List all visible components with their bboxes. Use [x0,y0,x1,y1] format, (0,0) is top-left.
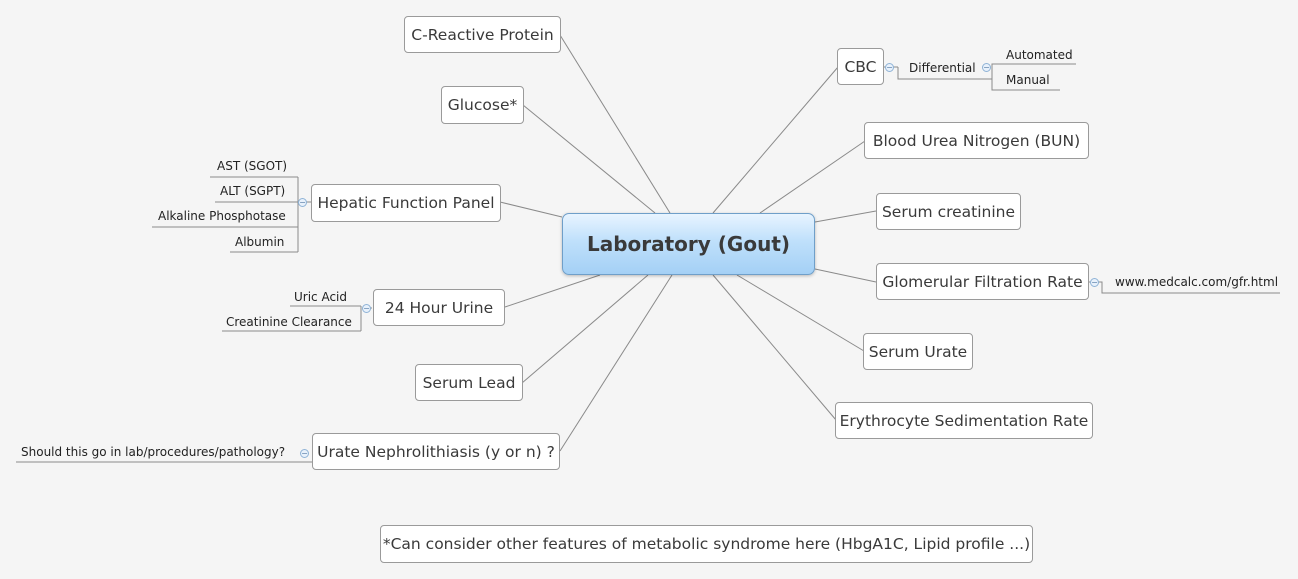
topic-serum-lead[interactable]: Serum Lead [415,364,523,401]
collapse-nephro-icon[interactable]: − [300,449,309,458]
topic-24-hour-urine[interactable]: 24 Hour Urine [373,289,505,326]
connector-bun [759,140,866,214]
collapse-cbc-icon[interactable]: − [885,63,894,72]
topic-cbc[interactable]: CBC [837,48,884,85]
topic-blood-urea-nitrogen[interactable]: Blood Urea Nitrogen (BUN) [864,122,1089,159]
connector-creatinine [814,210,877,223]
subtopic-creatinine-clearance[interactable]: Creatinine Clearance [226,315,352,329]
connector-urate [736,274,865,352]
collapse-gfr-icon[interactable]: − [1090,278,1099,287]
connector-nephro [559,274,673,452]
collapse-differential-icon[interactable]: − [982,63,991,72]
topic-hepatic-function-panel[interactable]: Hepatic Function Panel [311,184,501,222]
collapse-urine-icon[interactable]: − [362,304,371,313]
collapse-hepatic-icon[interactable]: − [298,198,307,207]
topic-glomerular-filtration-rate[interactable]: Glomerular Filtration Rate [876,263,1089,300]
subtopic-alkaline-phosphotase[interactable]: Alkaline Phosphotase [158,209,286,223]
connector-urine24 [504,274,601,308]
subtopic-albumin[interactable]: Albumin [235,235,285,249]
connector-glucose [522,104,656,214]
central-topic[interactable]: Laboratory (Gout) [562,213,815,275]
topic-c-reactive-protein[interactable]: C-Reactive Protein [404,16,561,53]
topic-serum-creatinine[interactable]: Serum creatinine [876,193,1021,230]
subtopic-ast[interactable]: AST (SGOT) [217,159,288,173]
topic-glucose[interactable]: Glucose* [441,86,524,124]
connector-hepatic [499,201,563,218]
subtopic-differential[interactable]: Differential [909,61,976,75]
subtopic-manual[interactable]: Manual [1006,73,1050,87]
differential-branch [991,63,1076,91]
subtopic-uric-acid[interactable]: Uric Acid [294,290,348,304]
subtopic-gfr-link[interactable]: www.medcalc.com/gfr.html [1115,275,1279,289]
connector-gfr [814,268,877,283]
floating-note[interactable]: *Can consider other features of metaboli… [380,525,1033,563]
subtopic-nephro-question[interactable]: Should this go in lab/procedures/patholo… [21,445,286,459]
topic-urate-nephrolithiasis[interactable]: Urate Nephrolithiasis (y or n) ? [312,433,560,470]
topic-erythrocyte-sedimentation-rate[interactable]: Erythrocyte Sedimentation Rate [835,402,1093,439]
connector-serum-lead [521,274,649,384]
connector-cbc [712,66,839,214]
connector-crp [559,34,671,214]
hepatic-branch [297,177,311,252]
connector-esr [712,274,837,421]
subtopic-automated[interactable]: Automated [1006,48,1073,62]
subtopic-alt[interactable]: ALT (SGPT) [220,184,286,198]
topic-serum-urate[interactable]: Serum Urate [863,333,973,370]
